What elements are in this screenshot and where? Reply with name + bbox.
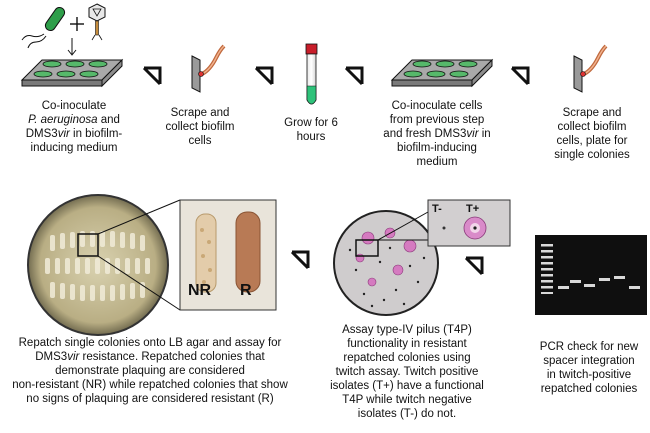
well-plate-icon <box>20 58 124 88</box>
scraper-icon <box>191 44 226 93</box>
twitch-assay-plate-photo <box>333 210 439 316</box>
culture-tube-icon <box>305 43 318 105</box>
zoom-inset-nr-r <box>179 199 277 311</box>
inset-label-nr: NR <box>188 282 212 299</box>
step-arrow-icon <box>344 66 364 86</box>
step-1-caption: Co-inoculate P. aeruginosa and DMS3vir i… <box>25 100 123 154</box>
inset-label-t-positive: T+ <box>466 203 480 215</box>
step-4-caption: Co-inoculate cells from previous step an… <box>383 100 491 168</box>
scraper-icon <box>573 44 608 93</box>
repatch-caption: Repatch single colonies onto LB agar and… <box>12 337 288 405</box>
step-arrow-icon <box>290 250 310 270</box>
plus-icon <box>70 17 84 31</box>
step-arrow-icon <box>464 256 484 276</box>
twitch-inset <box>427 199 511 247</box>
step-2-caption: Scrape and collect biofilm cells <box>165 107 235 147</box>
twitch-assay-caption: Assay type-IV pilus (T4P) functionality … <box>330 324 484 420</box>
step-arrow-icon <box>510 66 530 86</box>
pcr-caption: PCR check for new spacer integration in … <box>539 341 639 395</box>
well-plate-icon <box>390 58 494 88</box>
pcr-gel-photo <box>535 235 647 315</box>
down-arrow-icon <box>67 38 77 56</box>
agar-plate-photo <box>27 194 181 336</box>
inset-label-r: R <box>240 282 252 299</box>
phage-icon <box>88 3 106 41</box>
inset-label-t-negative: T- <box>432 203 442 215</box>
step-3-caption: Grow for 6 hours <box>284 117 338 143</box>
step-arrow-icon <box>254 66 274 86</box>
bacterium-icon <box>21 6 66 49</box>
step-arrow-icon <box>142 66 162 86</box>
step-5-caption: Scrape and collect biofilm cells, plate … <box>554 107 630 161</box>
